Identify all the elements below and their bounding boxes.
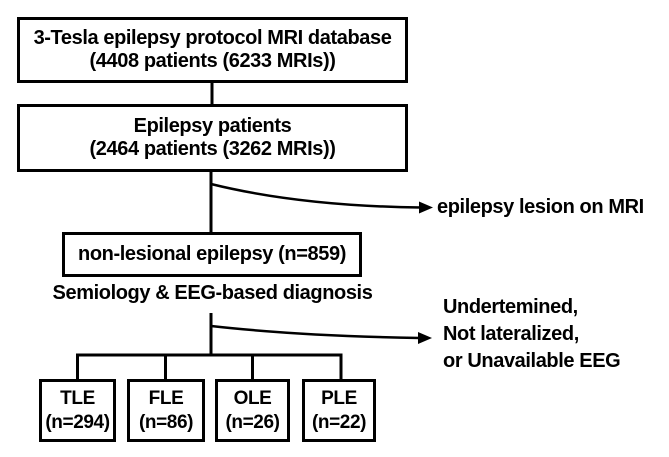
excluded-line-2: Not lateralized, (443, 323, 579, 345)
node-outcome-ple: PLE (n=22) (302, 379, 376, 442)
ple-abbr: PLE (321, 387, 357, 409)
node-non-lesional: non-lesional epilepsy (n=859) (62, 232, 362, 277)
node-outcome-fle: FLE (n=86) (127, 379, 205, 442)
node-outcome-ole: OLE (n=26) (215, 379, 290, 442)
ole-abbr: OLE (233, 387, 272, 409)
mri-database-title: 3-Tesla epilepsy protocol MRI database (33, 27, 392, 49)
excluded-line-1: Undertemined, (443, 296, 578, 318)
diagnosis-step-label: Semiology & EEG-based diagnosis (52, 282, 373, 304)
node-outcome-tle: TLE (n=294) (39, 379, 116, 442)
ple-count: (n=22) (311, 411, 367, 433)
node-mri-database: 3-Tesla epilepsy protocol MRI database (… (17, 17, 408, 83)
epilepsy-patients-title: Epilepsy patients (133, 115, 292, 137)
arrowhead-lesion-icon (419, 201, 433, 214)
ole-count: (n=26) (225, 411, 280, 433)
mri-database-counts: (4408 patients (6233 MRIs)) (89, 50, 336, 72)
fle-abbr: FLE (148, 387, 184, 409)
epilepsy-patients-counts: (2464 patients (3262 MRIs)) (89, 138, 336, 160)
arrow-excluded-exit (210, 324, 421, 340)
tle-count: (n=294) (45, 411, 110, 433)
exit-label-excluded: Undertemined, Not lateralized, or Unavai… (443, 294, 621, 375)
exit-label-lesion: epilepsy lesion on MRI (437, 196, 644, 218)
non-lesional-label: non-lesional epilepsy (n=859) (78, 243, 346, 265)
tle-abbr: TLE (60, 387, 95, 409)
arrowhead-excluded-icon (418, 332, 432, 344)
excluded-line-3: or Unavailable EEG (443, 350, 621, 372)
node-epilepsy-patients: Epilepsy patients (2464 patients (3262 M… (17, 104, 408, 172)
fle-count: (n=86) (138, 411, 194, 433)
arrow-lesion-exit (210, 182, 422, 209)
